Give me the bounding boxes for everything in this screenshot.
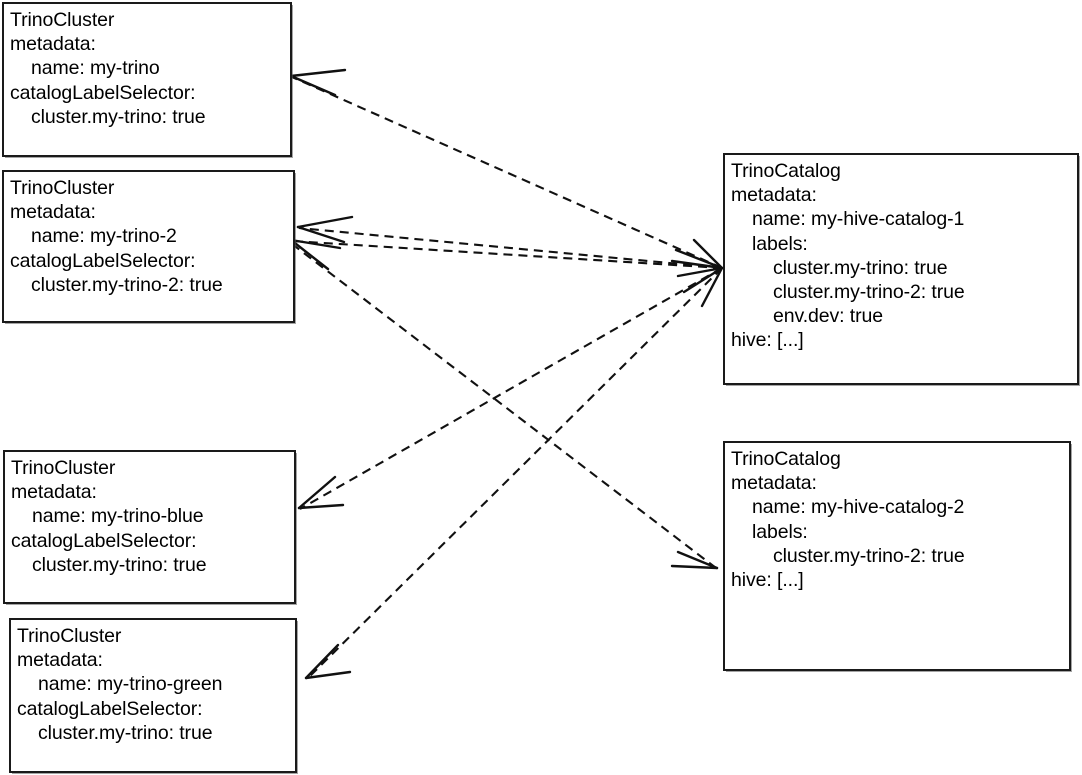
- node-line: name: my-trino-blue: [32, 505, 204, 528]
- node-line: cluster.my-trino-2: true: [773, 281, 965, 304]
- node-line: cluster.my-trino-2: true: [31, 273, 223, 296]
- node-line: cluster.my-trino: true: [31, 105, 206, 128]
- node-line: name: my-hive-catalog-2: [752, 496, 965, 519]
- node-cluster-my-trino-green[interactable]: TrinoCluster metadata: name: my-trino-gr…: [9, 618, 297, 773]
- node-line: cluster.my-trino: true: [773, 256, 948, 279]
- node-line: TrinoCluster: [10, 9, 115, 31]
- node-line: cluster.my-trino-2: true: [773, 544, 965, 567]
- node-line: cluster.my-trino: true: [32, 553, 207, 576]
- edge-catalog1-to-cluster-my-trino: [291, 76, 723, 269]
- node-line: TrinoCluster: [10, 177, 115, 199]
- edge-catalog1-to-cluster-my-trino-2-lower: [291, 239, 723, 270]
- node-line: TrinoCatalog: [731, 160, 841, 182]
- node-line: hive: [...]: [731, 329, 804, 352]
- node-line: catalogLabelSelector:: [11, 529, 197, 552]
- node-line: catalogLabelSelector:: [10, 81, 196, 104]
- node-line: hive: [...]: [731, 569, 804, 592]
- node-catalog-my-hive-catalog-2[interactable]: TrinoCatalog metadata: name: my-hive-cat…: [723, 441, 1071, 671]
- arrowhead-cluster-my-trino-blue: [297, 475, 345, 510]
- node-line: env.dev: true: [773, 305, 883, 328]
- node-line: TrinoCatalog: [731, 448, 841, 470]
- node-line: metadata:: [10, 33, 96, 56]
- edge-catalog1-to-cluster-my-trino-blue: [299, 267, 723, 510]
- node-cluster-my-trino[interactable]: TrinoCluster metadata: name: my-trino ca…: [2, 2, 292, 157]
- arrowhead-catalog-my-hive-catalog-1: [670, 238, 724, 308]
- arrowhead-cluster-my-trino: [289, 68, 347, 97]
- node-line: metadata:: [17, 649, 103, 672]
- node-line: metadata:: [731, 472, 817, 495]
- node-line: catalogLabelSelector:: [17, 697, 203, 720]
- arrowhead-catalog-my-hive-catalog-2: [670, 550, 719, 570]
- node-line: metadata:: [11, 481, 97, 504]
- node-line: name: my-trino-green: [38, 673, 223, 696]
- node-line: labels:: [752, 232, 808, 255]
- node-line: TrinoCluster: [11, 457, 116, 479]
- node-line: metadata:: [731, 184, 817, 207]
- edge-catalog1-to-cluster-my-trino-2-upper: [298, 226, 723, 270]
- node-cluster-my-trino-2[interactable]: TrinoCluster metadata: name: my-trino-2 …: [2, 170, 295, 323]
- node-line: labels:: [752, 520, 808, 543]
- edge-catalog1-to-cluster-my-trino-green: [306, 267, 723, 680]
- arrowhead-cluster-my-trino-2-upper: [296, 215, 354, 244]
- edge-cluster-my-trino-2-to-catalog2: [291, 243, 717, 569]
- node-line: TrinoCluster: [17, 625, 122, 647]
- node-line: metadata:: [10, 201, 96, 224]
- node-catalog-my-hive-catalog-1[interactable]: TrinoCatalog metadata: name: my-hive-cat…: [723, 153, 1079, 385]
- node-line: cluster.my-trino: true: [38, 721, 213, 744]
- node-line: name: my-trino: [31, 57, 160, 80]
- node-line: catalogLabelSelector:: [10, 249, 196, 272]
- arrowhead-cluster-my-trino-green: [304, 643, 352, 680]
- node-line: name: my-trino-2: [31, 225, 177, 248]
- arrowhead-cluster-my-trino-2-lower: [289, 238, 342, 271]
- node-line: name: my-hive-catalog-1: [752, 208, 965, 231]
- node-cluster-my-trino-blue[interactable]: TrinoCluster metadata: name: my-trino-bl…: [3, 450, 296, 604]
